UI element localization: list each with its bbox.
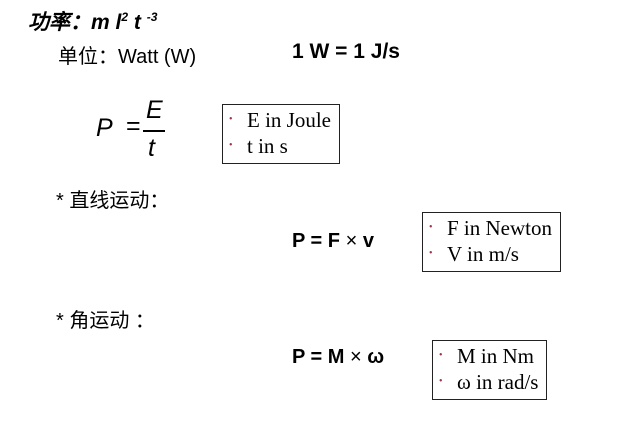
section-angular-motion: * 角运动 ： bbox=[56, 310, 155, 332]
unit-identity: 1 W = 1 J/s bbox=[292, 40, 400, 63]
page-title: 功率：m l2 t -3 bbox=[28, 10, 158, 34]
units-box-angular: •M in Nm •ω in rad/s bbox=[432, 340, 548, 400]
formula-numerator: E bbox=[146, 96, 163, 124]
formula-lhs: P bbox=[96, 114, 113, 142]
dot-icon: • bbox=[229, 114, 233, 125]
fraction-bar bbox=[143, 130, 165, 132]
units-box-linear: •F in Newton •V in m/s bbox=[422, 212, 561, 272]
dot-icon: • bbox=[439, 376, 443, 387]
unit-line: 单位：Watt (W) bbox=[58, 46, 197, 68]
section-linear-motion: * 直线运动： bbox=[56, 190, 170, 212]
list-item: •F in Newton bbox=[429, 216, 552, 240]
linear-power-formula: P = F × v bbox=[292, 230, 374, 252]
dot-icon: • bbox=[429, 248, 433, 259]
list-item: •ω in rad/s bbox=[439, 370, 539, 394]
units-box-energy: •E in Joule •t in s bbox=[222, 104, 340, 164]
formula-equals: = bbox=[126, 112, 141, 140]
list-item: •t in s bbox=[229, 134, 288, 158]
list-item: •M in Nm bbox=[439, 344, 535, 368]
angular-power-formula: P = M × ω bbox=[292, 346, 385, 368]
dot-icon: • bbox=[439, 350, 443, 361]
dot-icon: • bbox=[429, 222, 433, 233]
formula-denominator: t bbox=[148, 134, 155, 162]
list-item: •V in m/s bbox=[429, 242, 519, 266]
dot-icon: • bbox=[229, 140, 233, 151]
list-item: •E in Joule bbox=[229, 108, 331, 132]
